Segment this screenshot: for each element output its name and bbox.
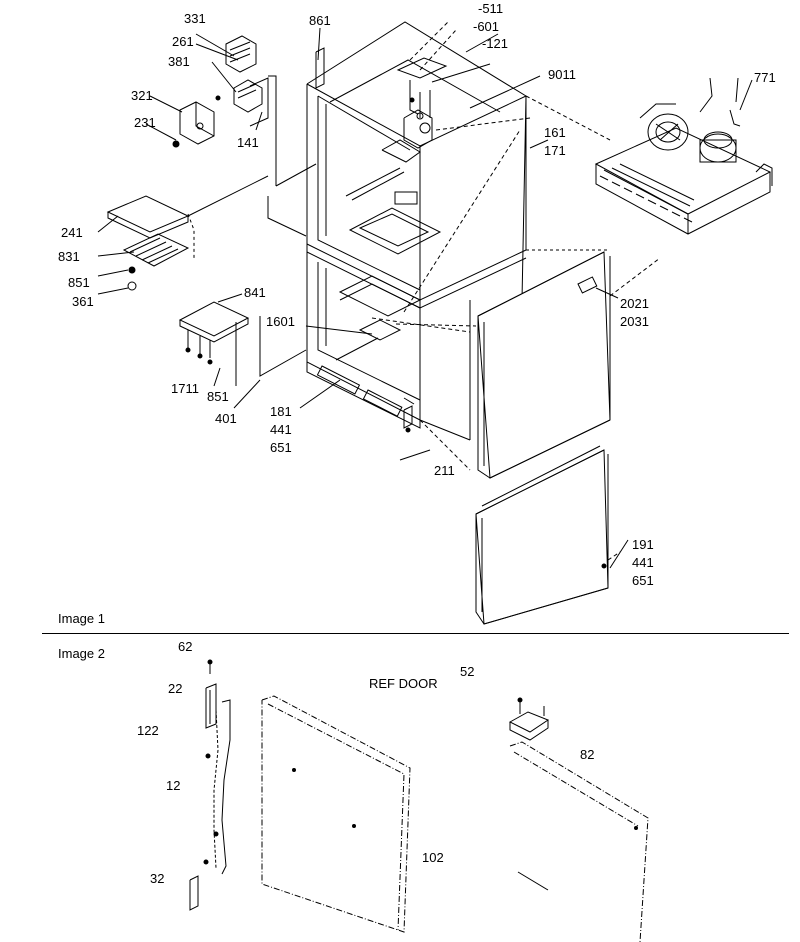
part-label-1601: 1601 [266,314,295,329]
part-label-231: 231 [134,115,156,130]
part-label-861: 861 [309,13,331,28]
part-label-9011: 9011 [548,67,576,82]
part-label-361: 361 [72,294,94,309]
part-label-511: -511 [478,1,504,16]
part-label-171: 171 [544,143,566,158]
crisper-parts [108,176,306,386]
part-label-102: 102 [422,850,444,865]
ref-door-exploded [190,660,648,942]
part-label-2031: 2031 [620,314,649,329]
part-label-851-lower: 851 [207,389,229,404]
hinge-parts [404,406,606,568]
part-label-2021: 2021 [620,296,649,311]
part-label-161: 161 [544,125,566,140]
thermostat-parts [173,36,316,236]
part-label-771: 771 [754,70,776,85]
ref-door-caption: REF DOOR [369,676,438,691]
part-label-181: 181 [270,404,292,419]
refrigerator-cabinet [307,22,610,428]
air-damper-parts [316,48,446,119]
part-label-261: 261 [172,34,194,49]
compressor-assembly [596,78,772,234]
part-label-141: 141 [237,135,259,150]
part-label-1711: 1711 [171,381,199,396]
part-label-62: 62 [178,639,193,654]
section-divider [42,633,789,634]
part-label-331: 331 [184,11,206,26]
part-label-441-lower: 441 [632,555,654,570]
part-label-831: 831 [58,249,80,264]
part-label-32: 32 [150,871,165,886]
part-label-22: 22 [168,681,183,696]
part-label-321: 321 [131,88,153,103]
part-label-381: 381 [168,54,190,69]
part-label-651-lower: 651 [632,573,654,588]
part-label-122: 122 [137,723,159,738]
part-label-52: 52 [460,664,475,679]
part-label-121: -121 [482,36,509,51]
cabinet-side-panel [420,96,608,440]
part-label-401: 401 [215,411,237,426]
image-1-title: Image 1 [58,611,105,626]
part-label-191: 191 [632,537,654,552]
part-label-211: 211 [434,463,455,478]
assembly-lines [372,22,660,560]
upper-door [478,252,610,478]
lower-door [476,446,608,624]
part-label-841: 841 [244,285,266,300]
part-label-601: -601 [473,19,500,34]
part-label-851-upper: 851 [68,275,90,290]
image-2-title: Image 2 [58,646,105,661]
leader-lines [98,28,752,568]
part-label-12: 12 [166,778,181,793]
part-label-241: 241 [61,225,83,240]
part-label-441-upper: 441 [270,422,292,437]
part-label-651-upper: 651 [270,440,292,455]
part-label-82: 82 [580,747,595,762]
